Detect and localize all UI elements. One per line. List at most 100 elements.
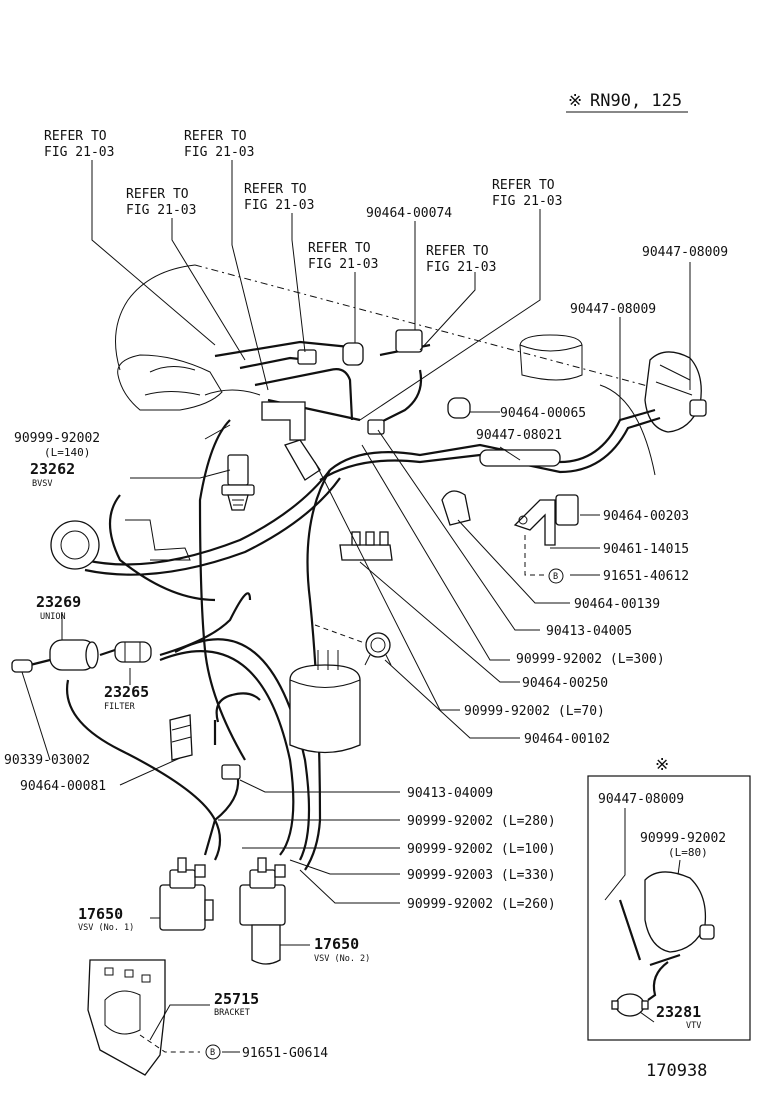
engine-centerline <box>194 264 701 401</box>
label-90464-00102: 90464-00102 <box>524 732 610 747</box>
clamp-00102 <box>364 632 392 666</box>
svg-text:FIG 21-03: FIG 21-03 <box>126 203 196 218</box>
svg-text:REFER TO: REFER TO <box>126 187 189 202</box>
label-filter: FILTER <box>104 702 136 712</box>
svg-text:FIG 21-03: FIG 21-03 <box>44 145 114 160</box>
applicability-mark: ※ <box>568 91 582 111</box>
inset-label-vtv: VTV <box>686 1021 701 1031</box>
label-90999-92002-l140: 90999-92002 <box>14 431 100 446</box>
inset-label-l80: (L=80) <box>668 846 708 859</box>
clip-00203 <box>555 494 579 526</box>
label-90413-04009: 90413-04009 <box>407 786 493 801</box>
inset-label-90447-08009: 90447-08009 <box>598 792 684 807</box>
label-25715: 25715 <box>214 990 259 1008</box>
label-23262: 23262 <box>30 460 75 478</box>
svg-text:REFER TO: REFER TO <box>492 178 555 193</box>
label-90461-14015: 90461-14015 <box>603 542 689 557</box>
svg-text:FIG 21-03: FIG 21-03 <box>308 257 378 272</box>
leader-lines <box>21 160 691 1053</box>
label-bvsv: BVSV <box>32 479 52 489</box>
label-90999-92002-l280: 90999-92002 (L=280) <box>407 814 556 829</box>
inset-label-90999-92002: 90999-92002 <box>640 831 726 846</box>
refer-note-4: REFER TO FIG 21-03 <box>244 182 314 213</box>
vacuum-hoses <box>29 340 661 871</box>
label-90447-08009-top: 90447-08009 <box>642 245 728 260</box>
label-union: UNION <box>40 612 66 622</box>
label-90464-00250: 90464-00250 <box>522 676 608 691</box>
svg-text:REFER TO: REFER TO <box>184 129 247 144</box>
engine-outline <box>115 264 701 476</box>
inset-mark: ※ <box>655 755 669 775</box>
protector-tube <box>479 449 561 467</box>
svg-text:REFER TO: REFER TO <box>426 244 489 259</box>
label-90999-92002-l300: 90999-92002 (L=300) <box>516 652 665 667</box>
distributor <box>644 351 707 433</box>
inset-distributor <box>644 871 707 953</box>
bolt-mark-91651-40612: B <box>548 568 564 584</box>
components <box>11 329 579 1076</box>
applicability-header: ※ RN90, 125 <box>566 91 688 113</box>
four-way-connector <box>297 349 317 365</box>
label-17650-no1: 17650 <box>78 905 123 923</box>
bolt-mark-91651-g0614: B <box>205 1044 221 1060</box>
refer-note-1: REFER TO FIG 21-03 <box>44 129 114 160</box>
label-bracket: BRACKET <box>214 1008 250 1018</box>
label-90464-00203: 90464-00203 <box>603 509 689 524</box>
label-90447-08021: 90447-08021 <box>476 428 562 443</box>
filter-23265 <box>114 641 152 663</box>
charcoal-canister <box>289 650 361 754</box>
label-l140: (L=140) <box>44 446 90 459</box>
label-vsv-no1: VSV (No. 1) <box>78 923 134 933</box>
svg-text:FIG 21-03: FIG 21-03 <box>492 194 562 209</box>
plug-90339 <box>11 659 33 673</box>
vsv-no1 <box>159 857 214 931</box>
clip-00250 <box>339 531 393 561</box>
hose-clamp-00074 <box>395 329 423 353</box>
svg-text:FIG 21-03: FIG 21-03 <box>426 260 496 275</box>
intake-manifold-body <box>117 354 223 411</box>
svg-text:REFER TO: REFER TO <box>44 129 107 144</box>
svg-text:B: B <box>210 1048 215 1058</box>
refer-note-2: REFER TO FIG 21-03 <box>184 129 254 160</box>
check-valve-top <box>342 342 364 366</box>
inset-label-23281: 23281 <box>656 1003 701 1021</box>
vsv-no2 <box>239 857 286 965</box>
connector-mid <box>367 419 385 435</box>
label-90464-00081: 90464-00081 <box>20 779 106 794</box>
label-90413-04005: 90413-04005 <box>546 624 632 639</box>
connector-04009 <box>221 764 241 780</box>
refer-note-6: REFER TO FIG 21-03 <box>426 244 496 275</box>
refer-note-7: REFER TO FIG 21-03 <box>492 178 562 209</box>
label-23269: 23269 <box>36 593 81 611</box>
vacuum-port-flange <box>50 520 100 570</box>
union-23269 <box>11 639 99 673</box>
label-91651-g0614: 91651-G0614 <box>242 1046 328 1061</box>
svg-text:FIG 21-03: FIG 21-03 <box>244 198 314 213</box>
svg-text:FIG 21-03: FIG 21-03 <box>184 145 254 160</box>
refer-note-5: REFER TO FIG 21-03 <box>308 241 378 272</box>
bvsv-valve <box>221 454 255 511</box>
vtv-23281 <box>611 993 649 1017</box>
svg-text:REFER TO: REFER TO <box>308 241 371 256</box>
refer-note-3: REFER TO FIG 21-03 <box>126 187 196 218</box>
bracket-25715 <box>87 959 166 1076</box>
label-90339-03002: 90339-03002 <box>4 753 90 768</box>
label-vsv-no2: VSV (No. 2) <box>314 954 370 964</box>
bracket-14015 <box>513 499 556 546</box>
clip-00139 <box>441 490 471 526</box>
figure-number: 170938 <box>646 1061 707 1081</box>
label-90447-08009-mid: 90447-08009 <box>570 302 656 317</box>
label-91651-40612: 91651-40612 <box>603 569 689 584</box>
engine-left-contour <box>115 264 196 371</box>
label-90464-00065: 90464-00065 <box>500 406 586 421</box>
label-90999-92002-l260: 90999-92002 (L=260) <box>407 897 556 912</box>
label-23265: 23265 <box>104 683 149 701</box>
inset-frame <box>587 775 751 1041</box>
label-90464-00139: 90464-00139 <box>574 597 660 612</box>
label-90999-92002-l100: 90999-92002 (L=100) <box>407 842 556 857</box>
inset-panel: ※ 90447-08009 90999-92002 (L=80) 23281 V… <box>587 755 751 1041</box>
clamp-00065 <box>447 397 471 419</box>
label-90999-92002-l70: 90999-92002 (L=70) <box>464 704 605 719</box>
